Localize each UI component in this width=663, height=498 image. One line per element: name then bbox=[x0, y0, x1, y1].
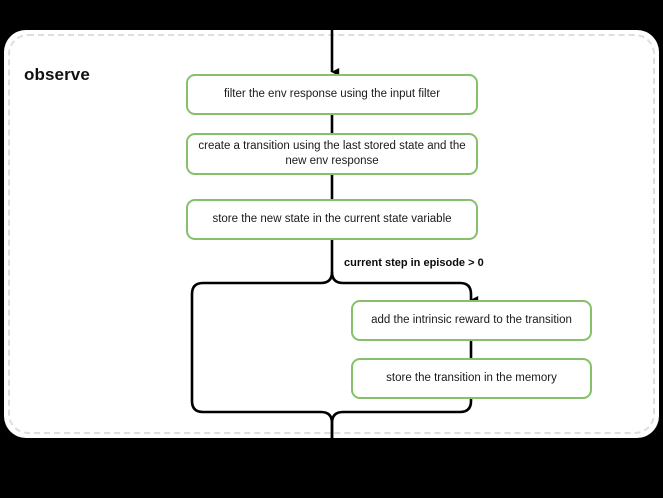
wire-condition-to-intrinsic bbox=[330, 271, 479, 305]
wire-bypass-left bbox=[190, 271, 334, 450]
edge-label-condition: current step in episode > 0 bbox=[344, 257, 484, 269]
node-label: filter the env response using the input … bbox=[223, 88, 441, 100]
node-label: store the new state in the current state… bbox=[212, 213, 452, 225]
node-create-transition[interactable]: create a transition using the last store… bbox=[186, 133, 478, 175]
node-label: add the intrinsic reward to the transiti… bbox=[371, 314, 572, 326]
node-store-new-state[interactable]: store the new state in the current state… bbox=[186, 199, 478, 240]
node-label: create a transition using the last store… bbox=[198, 140, 466, 167]
node-add-intrinsic-reward[interactable]: add the intrinsic reward to the transiti… bbox=[351, 300, 592, 341]
wire-store-memory-to-merge bbox=[330, 399, 473, 450]
group-title: observe bbox=[24, 65, 90, 84]
node-store-transition-memory[interactable]: store the transition in the memory bbox=[351, 358, 592, 399]
node-filter-env-response[interactable]: filter the env response using the input … bbox=[186, 74, 478, 115]
node-label: store the transition in the memory bbox=[386, 372, 557, 384]
